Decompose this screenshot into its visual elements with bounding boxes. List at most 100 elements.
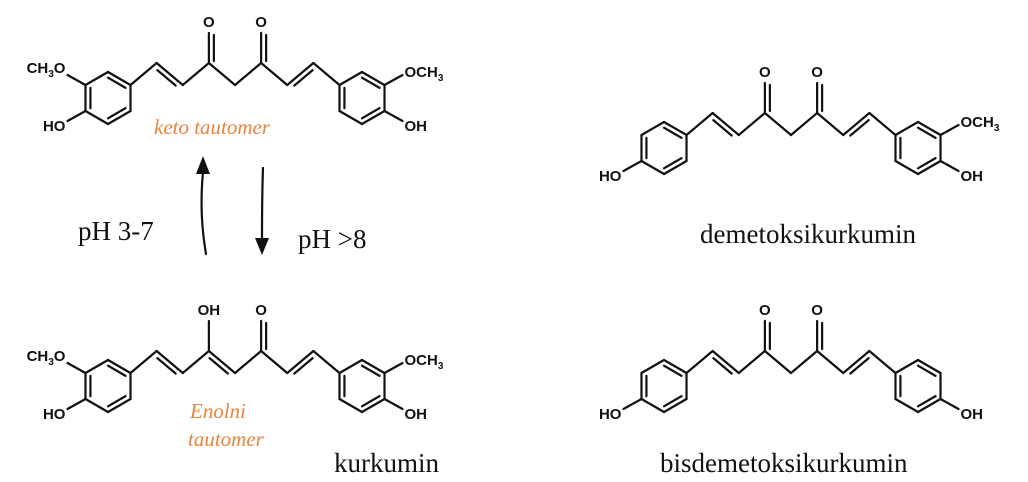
enol-tautomer-label-line1: Enolni — [189, 399, 246, 423]
right-ring-double-bond — [916, 126, 937, 139]
chain-bond — [207, 61, 237, 87]
hydroxy-label-right: OH — [405, 406, 428, 423]
arrow-up-head — [196, 156, 210, 174]
methoxy-bond-right — [939, 123, 960, 137]
left-ring-bond — [662, 397, 688, 414]
oh-bond-left — [66, 109, 87, 123]
chain-bond — [789, 349, 819, 375]
right-ring-bond — [360, 70, 386, 87]
methoxy-label-right: OCH3 — [405, 352, 444, 372]
chain-bond — [260, 61, 289, 87]
right-ring-bond — [360, 358, 386, 375]
right-ring-double-bond — [360, 76, 381, 89]
oxygen-label-1: O — [759, 302, 771, 319]
alkene-double-bond — [208, 357, 229, 375]
arrow-up-line — [200, 170, 208, 256]
right-ring-double-bond — [916, 364, 937, 377]
chain-bond — [312, 349, 341, 375]
oxygen-label-2: O — [811, 64, 823, 81]
alkene-double-bond — [849, 357, 870, 375]
left-ring-double-bond — [106, 364, 127, 377]
hydroxy-label-left: HO — [599, 168, 622, 185]
chain-bond — [129, 349, 158, 375]
right-ring-bond — [360, 397, 386, 414]
oh-bond-right — [939, 159, 960, 173]
right-ring-bond — [916, 397, 942, 414]
right-ring-bond — [360, 109, 386, 126]
chain-bond — [260, 349, 289, 375]
left-ring-bond — [84, 70, 110, 87]
keto-tautomer-label: keto tautomer — [154, 115, 271, 139]
chain-bond — [155, 349, 184, 375]
methoxy-label-left: CH3O — [27, 348, 66, 368]
kurkumin-caption: kurkumin — [334, 448, 439, 478]
chain-bond — [763, 111, 793, 137]
chain-bond — [816, 111, 845, 137]
arrow-down-label: pH >8 — [298, 224, 366, 254]
alkene-double-bond — [712, 119, 733, 137]
oh-bond-right — [383, 397, 404, 411]
chain-bond — [286, 61, 315, 87]
chain-bond — [286, 349, 315, 375]
right-ring-double-bond — [360, 395, 381, 408]
chain-bond — [685, 349, 714, 375]
right-ring-double-bond — [360, 107, 381, 120]
right-ring-bond — [894, 159, 920, 176]
left-ring-bond — [84, 358, 110, 375]
equilibrium-arrows — [196, 156, 269, 256]
chain-bond — [233, 349, 263, 375]
oh-bond-left — [66, 397, 87, 411]
chain-bond — [181, 61, 210, 87]
hydroxy-label-left: HO — [43, 406, 66, 423]
chain-bond — [207, 349, 237, 375]
chain-bond — [842, 111, 871, 137]
chain-bond — [737, 111, 766, 137]
hydroxy-label-left: HO — [43, 118, 66, 135]
left-ring-bond — [662, 358, 688, 375]
oxygen-label-1: O — [759, 64, 771, 81]
chain-bond — [181, 349, 210, 375]
right-ring-bond — [894, 358, 920, 375]
right-ring-bond — [916, 358, 942, 375]
alkene-double-bond — [712, 357, 733, 375]
chain-bond — [711, 111, 740, 137]
alkene-double-bond — [156, 357, 177, 375]
oh-bond-left — [622, 159, 643, 173]
hydroxy-label-right: OH — [961, 168, 984, 185]
left-ring-double-bond — [106, 107, 127, 120]
right-ring-bond — [916, 159, 942, 176]
chain-bond — [711, 349, 740, 375]
left-ring-bond — [662, 159, 688, 176]
alkene-double-bond — [156, 69, 177, 87]
oh-bond-right — [383, 109, 404, 123]
chain-bond — [763, 349, 793, 375]
arrow-up-label: pH 3-7 — [78, 216, 154, 246]
methoxy-bond-right — [383, 73, 404, 87]
right-ring-bond — [338, 109, 364, 126]
right-ring-bond — [338, 397, 364, 414]
methoxy-bond-left — [66, 361, 87, 375]
methoxy-label-right: OCH3 — [405, 64, 444, 84]
hydroxy-label-right: OH — [405, 118, 428, 135]
chain-bond — [842, 349, 871, 375]
chain-bond — [155, 61, 184, 87]
right-ring-bond — [338, 358, 364, 375]
right-ring-double-bond — [916, 395, 937, 408]
demetoksikurkumin-caption: demetoksikurkumin — [700, 219, 916, 249]
chain-bond — [129, 61, 158, 87]
bisdemetoksikurkumin-caption: bisdemetoksikurkumin — [660, 448, 908, 478]
chain-bond — [233, 61, 263, 87]
left-ring-double-bond — [106, 395, 127, 408]
methoxy-bond-right — [383, 361, 404, 375]
left-ring-double-bond — [662, 364, 683, 377]
methoxy-bond-left — [66, 73, 87, 87]
left-ring-bond — [640, 397, 666, 414]
left-ring-bond — [106, 397, 132, 414]
enol-tautomer-label-line2: tautomer — [188, 427, 265, 451]
oxygen-label-2: O — [255, 302, 267, 319]
right-ring-double-bond — [916, 157, 937, 170]
left-ring-bond — [84, 109, 110, 126]
